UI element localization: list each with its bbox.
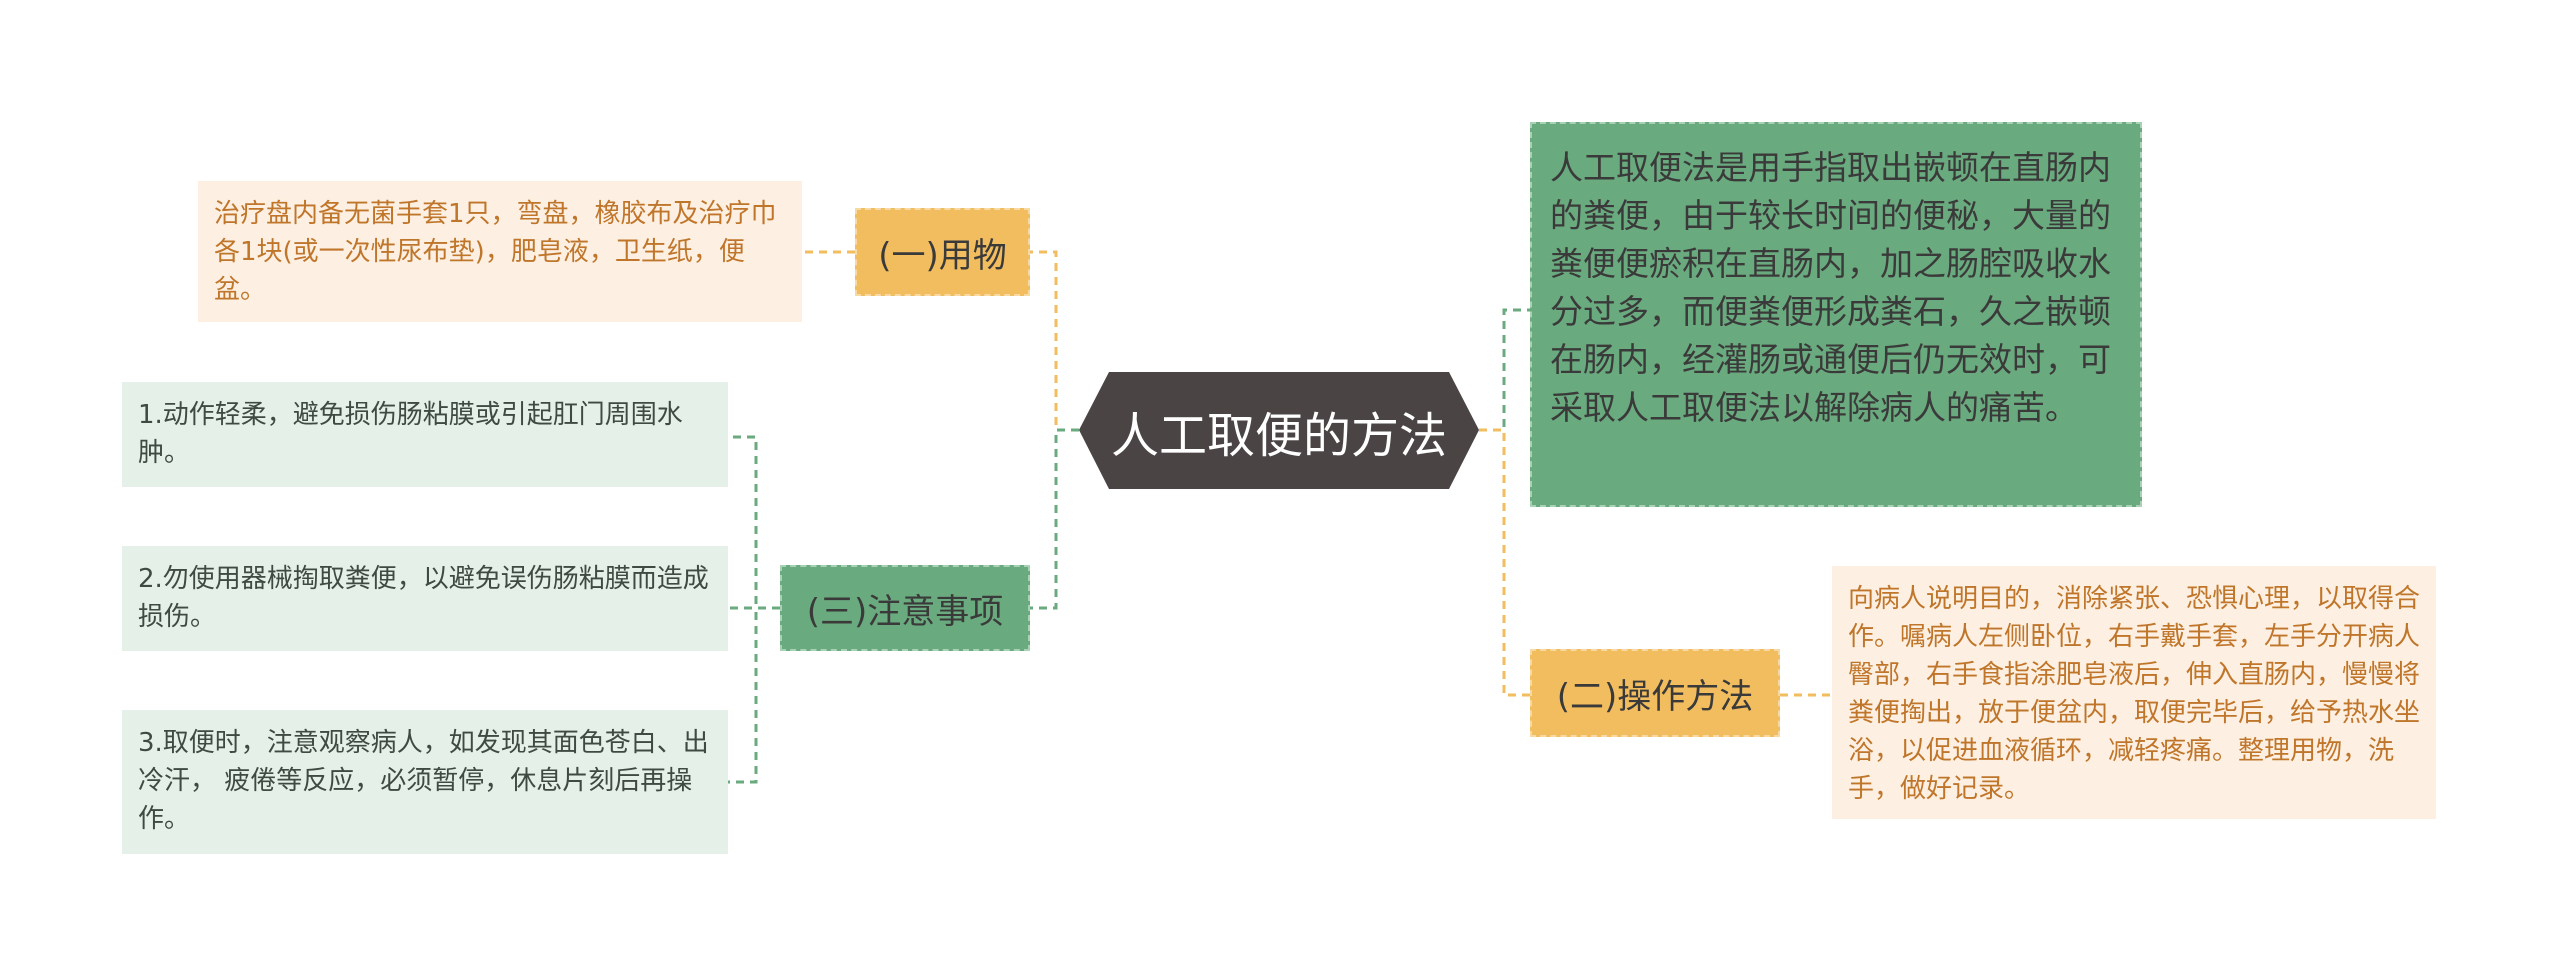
supplies-note[interactable]: 治疗盘内备无菌手套1只，弯盘，橡胶布及治疗巾各1块(或一次性尿布垫)，肥皂液，卫… (198, 181, 802, 322)
branch-procedure-label: (二)操作方法 (1556, 676, 1754, 717)
branch-procedure[interactable]: (二)操作方法 (1530, 649, 1780, 737)
caution-note-3[interactable]: 3.取便时，注意观察病人，如发现其面色苍白、出冷汗， 疲倦等反应，必须暂停，休息… (122, 710, 728, 854)
branch-cautions-label: (三)注意事项 (806, 591, 1004, 632)
supplies-text: 治疗盘内备无菌手套1只，弯盘，橡胶布及治疗巾各1块(或一次性尿布垫)，肥皂液，卫… (214, 199, 777, 305)
caution-text-2: 2.勿使用器械掏取粪便，以避免误伤肠粘膜而造成损伤。 (138, 564, 709, 632)
caution-text-1: 1.动作轻柔，避免损伤肠粘膜或引起肛门周围水肿。 (138, 400, 683, 468)
procedure-note[interactable]: 向病人说明目的，消除紧张、恐惧心理，以取得合作。嘱病人左侧卧位，右手戴手套，左手… (1832, 566, 2436, 819)
caution-text-3: 3.取便时，注意观察病人，如发现其面色苍白、出冷汗， 疲倦等反应，必须暂停，休息… (138, 728, 709, 834)
procedure-text: 向病人说明目的，消除紧张、恐惧心理，以取得合作。嘱病人左侧卧位，右手戴手套，左手… (1848, 584, 2421, 804)
branch-supplies-label: (一)用物 (878, 235, 1007, 276)
caution-note-1[interactable]: 1.动作轻柔，避免损伤肠粘膜或引起肛门周围水肿。 (122, 382, 728, 487)
intro-text: 人工取便法是用手指取出嵌顿在直肠内的粪便，由于较长时间的便秘，大量的粪便便瘀积在… (1550, 148, 2111, 427)
intro-note[interactable]: 人工取便法是用手指取出嵌顿在直肠内的粪便，由于较长时间的便秘，大量的粪便便瘀积在… (1530, 122, 2142, 507)
branch-supplies[interactable]: (一)用物 (855, 208, 1030, 296)
root-topic[interactable]: 人工取便的方法 (1079, 372, 1479, 489)
caution-note-2[interactable]: 2.勿使用器械掏取粪便，以避免误伤肠粘膜而造成损伤。 (122, 546, 728, 651)
branch-cautions[interactable]: (三)注意事项 (780, 565, 1030, 651)
root-title: 人工取便的方法 (1110, 407, 1447, 464)
